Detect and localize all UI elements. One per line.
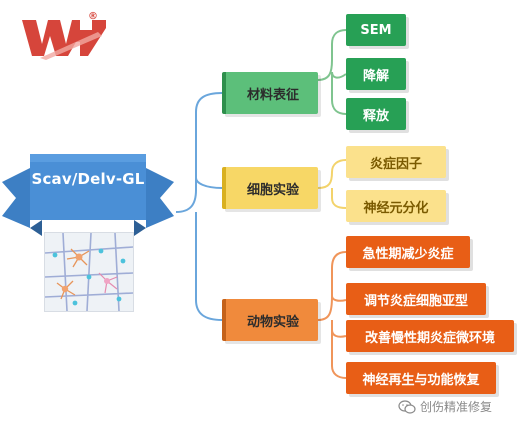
watermark-text: 创伤精准修复 (420, 400, 493, 414)
wechat-icon (398, 399, 416, 414)
category-label: 动物实验 (246, 314, 299, 330)
ribbon-left-fold (30, 220, 42, 236)
leaf-regulate-inflammatory-subtypes: 调节炎症细胞亚型 (346, 283, 486, 315)
wh-logo (22, 20, 106, 60)
cell-orange (66, 248, 90, 268)
leaf-improve-chronic-microenvironment: 改善慢性期炎症微环境 (346, 320, 514, 352)
registered-mark: ® (88, 11, 98, 22)
leaf-label: SEM (360, 22, 392, 38)
leaf-inflammatory-factors: 炎症因子 (346, 146, 446, 178)
center-ribbon-banner (2, 154, 174, 236)
leaf-label: 急性期减少炎症 (362, 246, 454, 262)
leaf-label: 调节炎症细胞亚型 (363, 293, 468, 309)
ribbon-body-shade (30, 154, 146, 162)
leaf-label: 改善慢性期炎症微环境 (364, 330, 495, 346)
logo-letterform (22, 20, 106, 56)
leaf-neuronal-differentiation: 神经元分化 (346, 190, 446, 222)
leaf-label: 炎症因子 (369, 156, 422, 172)
trunk-connector (175, 92, 223, 321)
nerve-cell-illustration (44, 232, 134, 312)
center-label: Scav/Delv-GL (31, 170, 145, 188)
leaf-nerve-regeneration-recovery: 神经再生与功能恢复 (346, 362, 496, 394)
leaf-label: 降解 (362, 68, 389, 84)
category-animal-experiment: 动物实验 (222, 299, 318, 341)
category-materials: 材料表征 (222, 72, 318, 114)
branch-connector-animal (317, 251, 347, 379)
category-cell-experiment: 细胞实验 (222, 167, 318, 209)
logo-swoosh (40, 32, 102, 60)
leaf-label: 神经再生与功能恢复 (362, 372, 480, 388)
category-label: 细胞实验 (246, 182, 299, 198)
leaf-label: 释放 (362, 108, 389, 124)
ribbon-body (30, 154, 146, 220)
ribbon-left-tail (2, 168, 30, 228)
leaf-label: 神经元分化 (363, 200, 429, 216)
leaf-release: 释放 (346, 98, 406, 130)
ribbon-right-fold (134, 220, 146, 236)
branch-connector-cell (317, 159, 347, 209)
leaf-reduce-acute-inflammation: 急性期减少炎症 (346, 236, 470, 268)
leaf-degradation: 降解 (346, 58, 406, 90)
category-label: 材料表征 (246, 87, 299, 103)
watermark: 创伤精准修复 (398, 398, 492, 415)
branch-connector-materials (317, 29, 347, 115)
leaf-sem: SEM (346, 14, 406, 46)
ribbon-right-tail (146, 168, 174, 228)
